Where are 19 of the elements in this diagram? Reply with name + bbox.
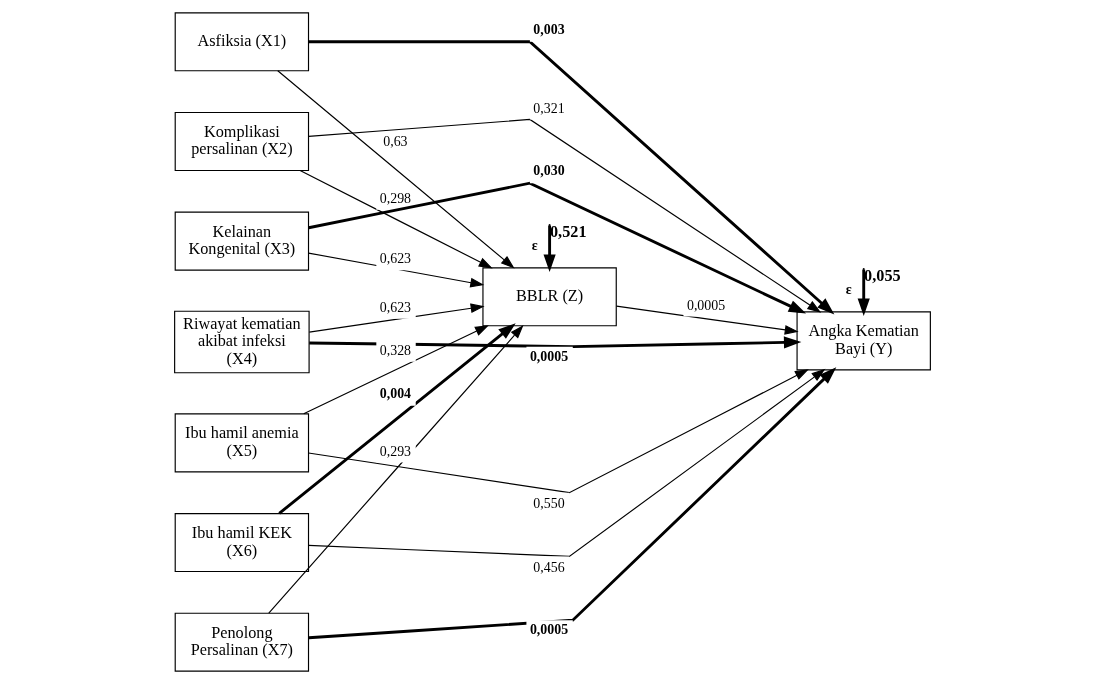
edge-label: 0,0005 [686,297,725,313]
edge-label: 0,63 [382,134,408,150]
edge-label: 0,030 [532,163,565,179]
node-label: 0,521 [549,223,587,242]
edge-label: ε [845,281,852,297]
edge-label: 0,623 [379,251,411,267]
edge-label: 0,0005 [529,622,568,638]
edge-label: 0,293 [379,443,411,459]
edge-label: 0,321 [532,100,565,116]
node-label: 0,055 [863,267,901,286]
edge-label: 0,298 [379,191,411,207]
edge-label: 0,328 [379,342,411,358]
edge-label: 0,623 [379,299,411,315]
edge-label: ε [531,237,538,253]
edge-label: 0,004 [379,385,411,401]
edge-label: 0,003 [532,21,565,37]
edge-label: 0,0005 [529,348,568,364]
edge-label: 0,456 [532,559,565,575]
edge-label: 0,550 [532,495,565,511]
